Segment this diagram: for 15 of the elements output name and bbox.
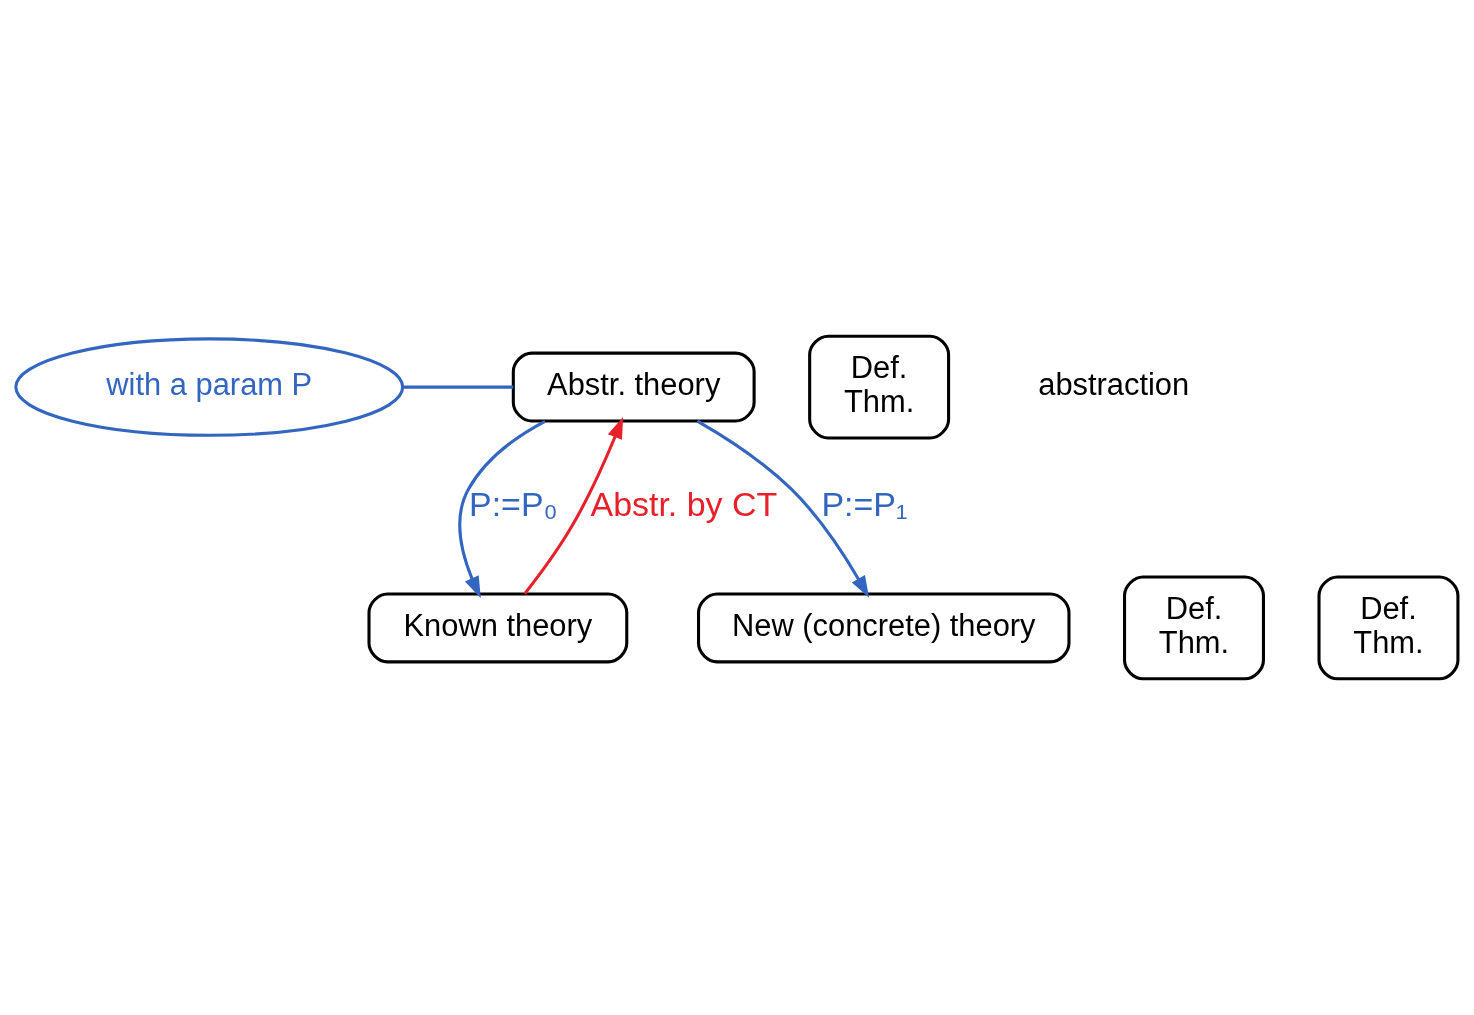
connector: [402, 385, 514, 389]
edge-label: P:=P₀: [469, 485, 558, 524]
node-box: Abstr. theory: [511, 351, 756, 423]
node-ellipse: with a param P: [14, 337, 405, 437]
node-box: Def. Thm.: [1317, 575, 1460, 681]
arrow: [458, 419, 546, 599]
edge-label: Abstr. by CT: [590, 485, 778, 524]
arrow: [696, 419, 870, 598]
arrow: [523, 416, 624, 595]
edge-label: P:=P₁: [821, 485, 908, 524]
node-box: New (concrete) theory: [697, 592, 1071, 664]
label: abstraction: [1038, 366, 1190, 402]
node-box: Def. Thm.: [1123, 575, 1265, 681]
node-box: Known theory: [367, 592, 629, 664]
node-box: Def. Thm.: [808, 334, 951, 440]
